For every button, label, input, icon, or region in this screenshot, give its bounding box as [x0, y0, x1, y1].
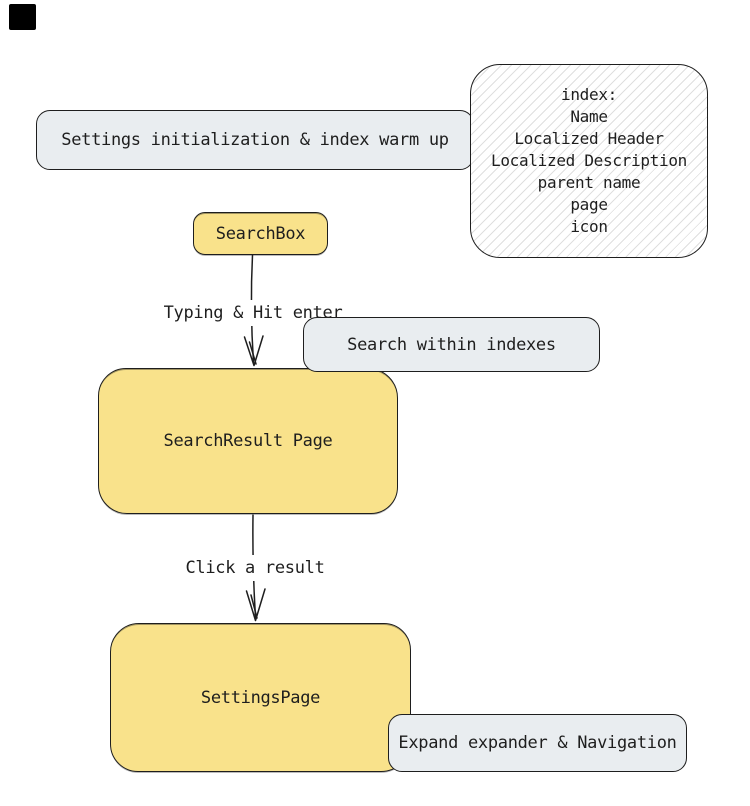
- node-settings-initialization: Settings initialization & index warm up: [36, 110, 474, 170]
- index-line: Localized Header: [514, 129, 664, 148]
- node-search-result-page-label: SearchResult Page: [163, 431, 333, 451]
- node-expand-navigation-label: Expand expander & Navigation: [398, 733, 677, 753]
- index-line: page: [570, 195, 608, 214]
- node-settings-page: SettingsPage: [110, 623, 411, 772]
- node-expand-navigation: Expand expander & Navigation: [388, 714, 687, 772]
- node-search-within-indexes-label: Search within indexes: [347, 334, 556, 355]
- node-settings-page-label: SettingsPage: [200, 687, 321, 708]
- index-line: Localized Description: [491, 151, 687, 170]
- edge-label-click-text: Click a result: [185, 558, 325, 578]
- corner-mark: [9, 4, 36, 30]
- node-search-within-indexes: Search within indexes: [303, 317, 600, 372]
- node-settings-initialization-label: Settings initialization & index warm up: [61, 130, 449, 150]
- node-search-result-page: SearchResult Page: [98, 368, 398, 514]
- index-line: Name: [570, 107, 608, 126]
- node-searchbox-label: SearchBox: [215, 223, 306, 244]
- index-line: index:: [561, 85, 617, 104]
- index-line: icon: [570, 217, 608, 236]
- edge-label-typing-text: Typing & Hit enter: [163, 303, 343, 323]
- index-line: parent name: [537, 173, 641, 192]
- node-index-fields: index: Name Localized Header Localized D…: [470, 64, 708, 258]
- node-searchbox: SearchBox: [193, 212, 328, 255]
- edge-label-click: Click a result: [180, 555, 330, 581]
